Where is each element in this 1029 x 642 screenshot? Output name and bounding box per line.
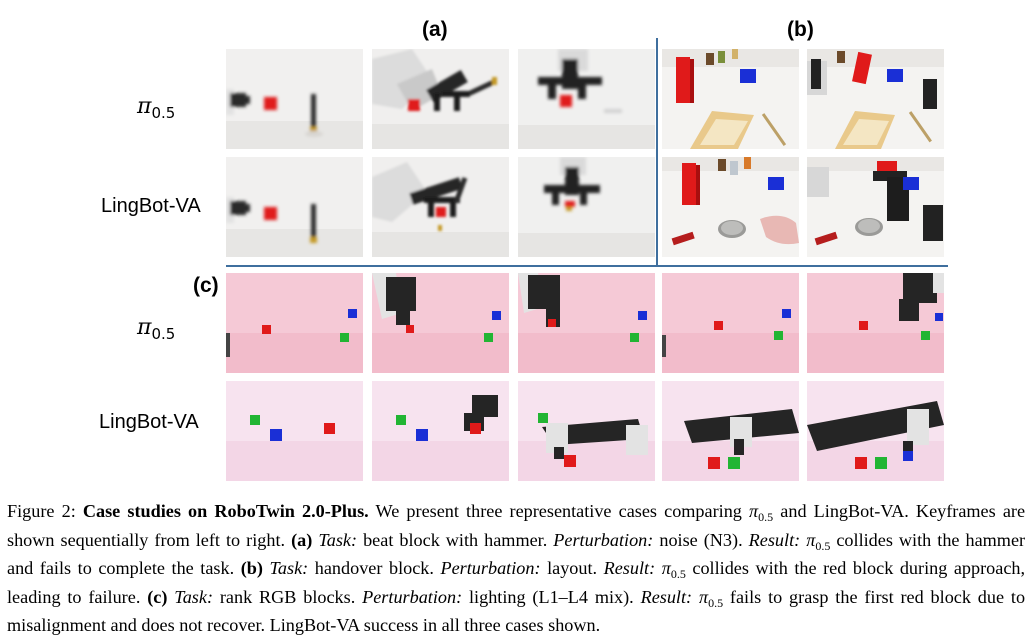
figure-caption: Figure 2: Case studies on RoboTwin 2.0-P… — [7, 501, 1026, 636]
caption-pi: π0.5 — [749, 501, 774, 524]
frame-b-pi-2 — [807, 49, 944, 149]
panel-label-a: (a) — [422, 18, 448, 41]
frame-c-pi-1 — [226, 273, 363, 373]
frame-c-pi-3 — [518, 273, 655, 373]
caption-title: Case studies on RoboTwin 2.0-Plus. — [82, 501, 369, 521]
panel-label-b: (b) — [787, 18, 814, 41]
frame-a-lingbot-1 — [226, 157, 363, 257]
figure: (a) (b) (c) π0.5 LingBot-VA π0.5 LingBot… — [99, 18, 948, 481]
frame-a-pi-3 — [518, 49, 655, 149]
frame-c-pi-4 — [662, 273, 799, 373]
frame-b-lingbot-1 — [662, 157, 799, 257]
frame-c-pi-2 — [372, 273, 509, 373]
frame-c-lingbot-2 — [372, 381, 509, 481]
frame-c-pi-5 — [807, 273, 944, 373]
caption-figure-number: Figure 2: — [7, 501, 76, 521]
panel-label-c: (c) — [193, 274, 219, 297]
frame-a-pi-1 — [226, 49, 363, 149]
frame-c-lingbot-1 — [226, 381, 363, 481]
frame-a-lingbot-2 — [372, 157, 509, 257]
row-label-lingbot-a: LingBot-VA — [101, 195, 201, 217]
row-label-pi-a: π0.5 — [137, 94, 176, 122]
frame-b-lingbot-2 — [807, 157, 944, 257]
frame-c-lingbot-3 — [518, 381, 655, 481]
frame-c-lingbot-5 — [807, 381, 944, 481]
divider-horizontal — [226, 265, 948, 267]
row-label-lingbot-c: LingBot-VA — [99, 411, 199, 433]
frame-a-lingbot-3 — [518, 157, 655, 257]
frame-a-pi-2 — [372, 49, 509, 149]
frame-b-pi-1 — [662, 49, 799, 149]
row-label-pi-c: π0.5 — [137, 315, 176, 343]
frame-c-lingbot-4 — [662, 381, 799, 481]
divider-vertical — [656, 38, 658, 265]
